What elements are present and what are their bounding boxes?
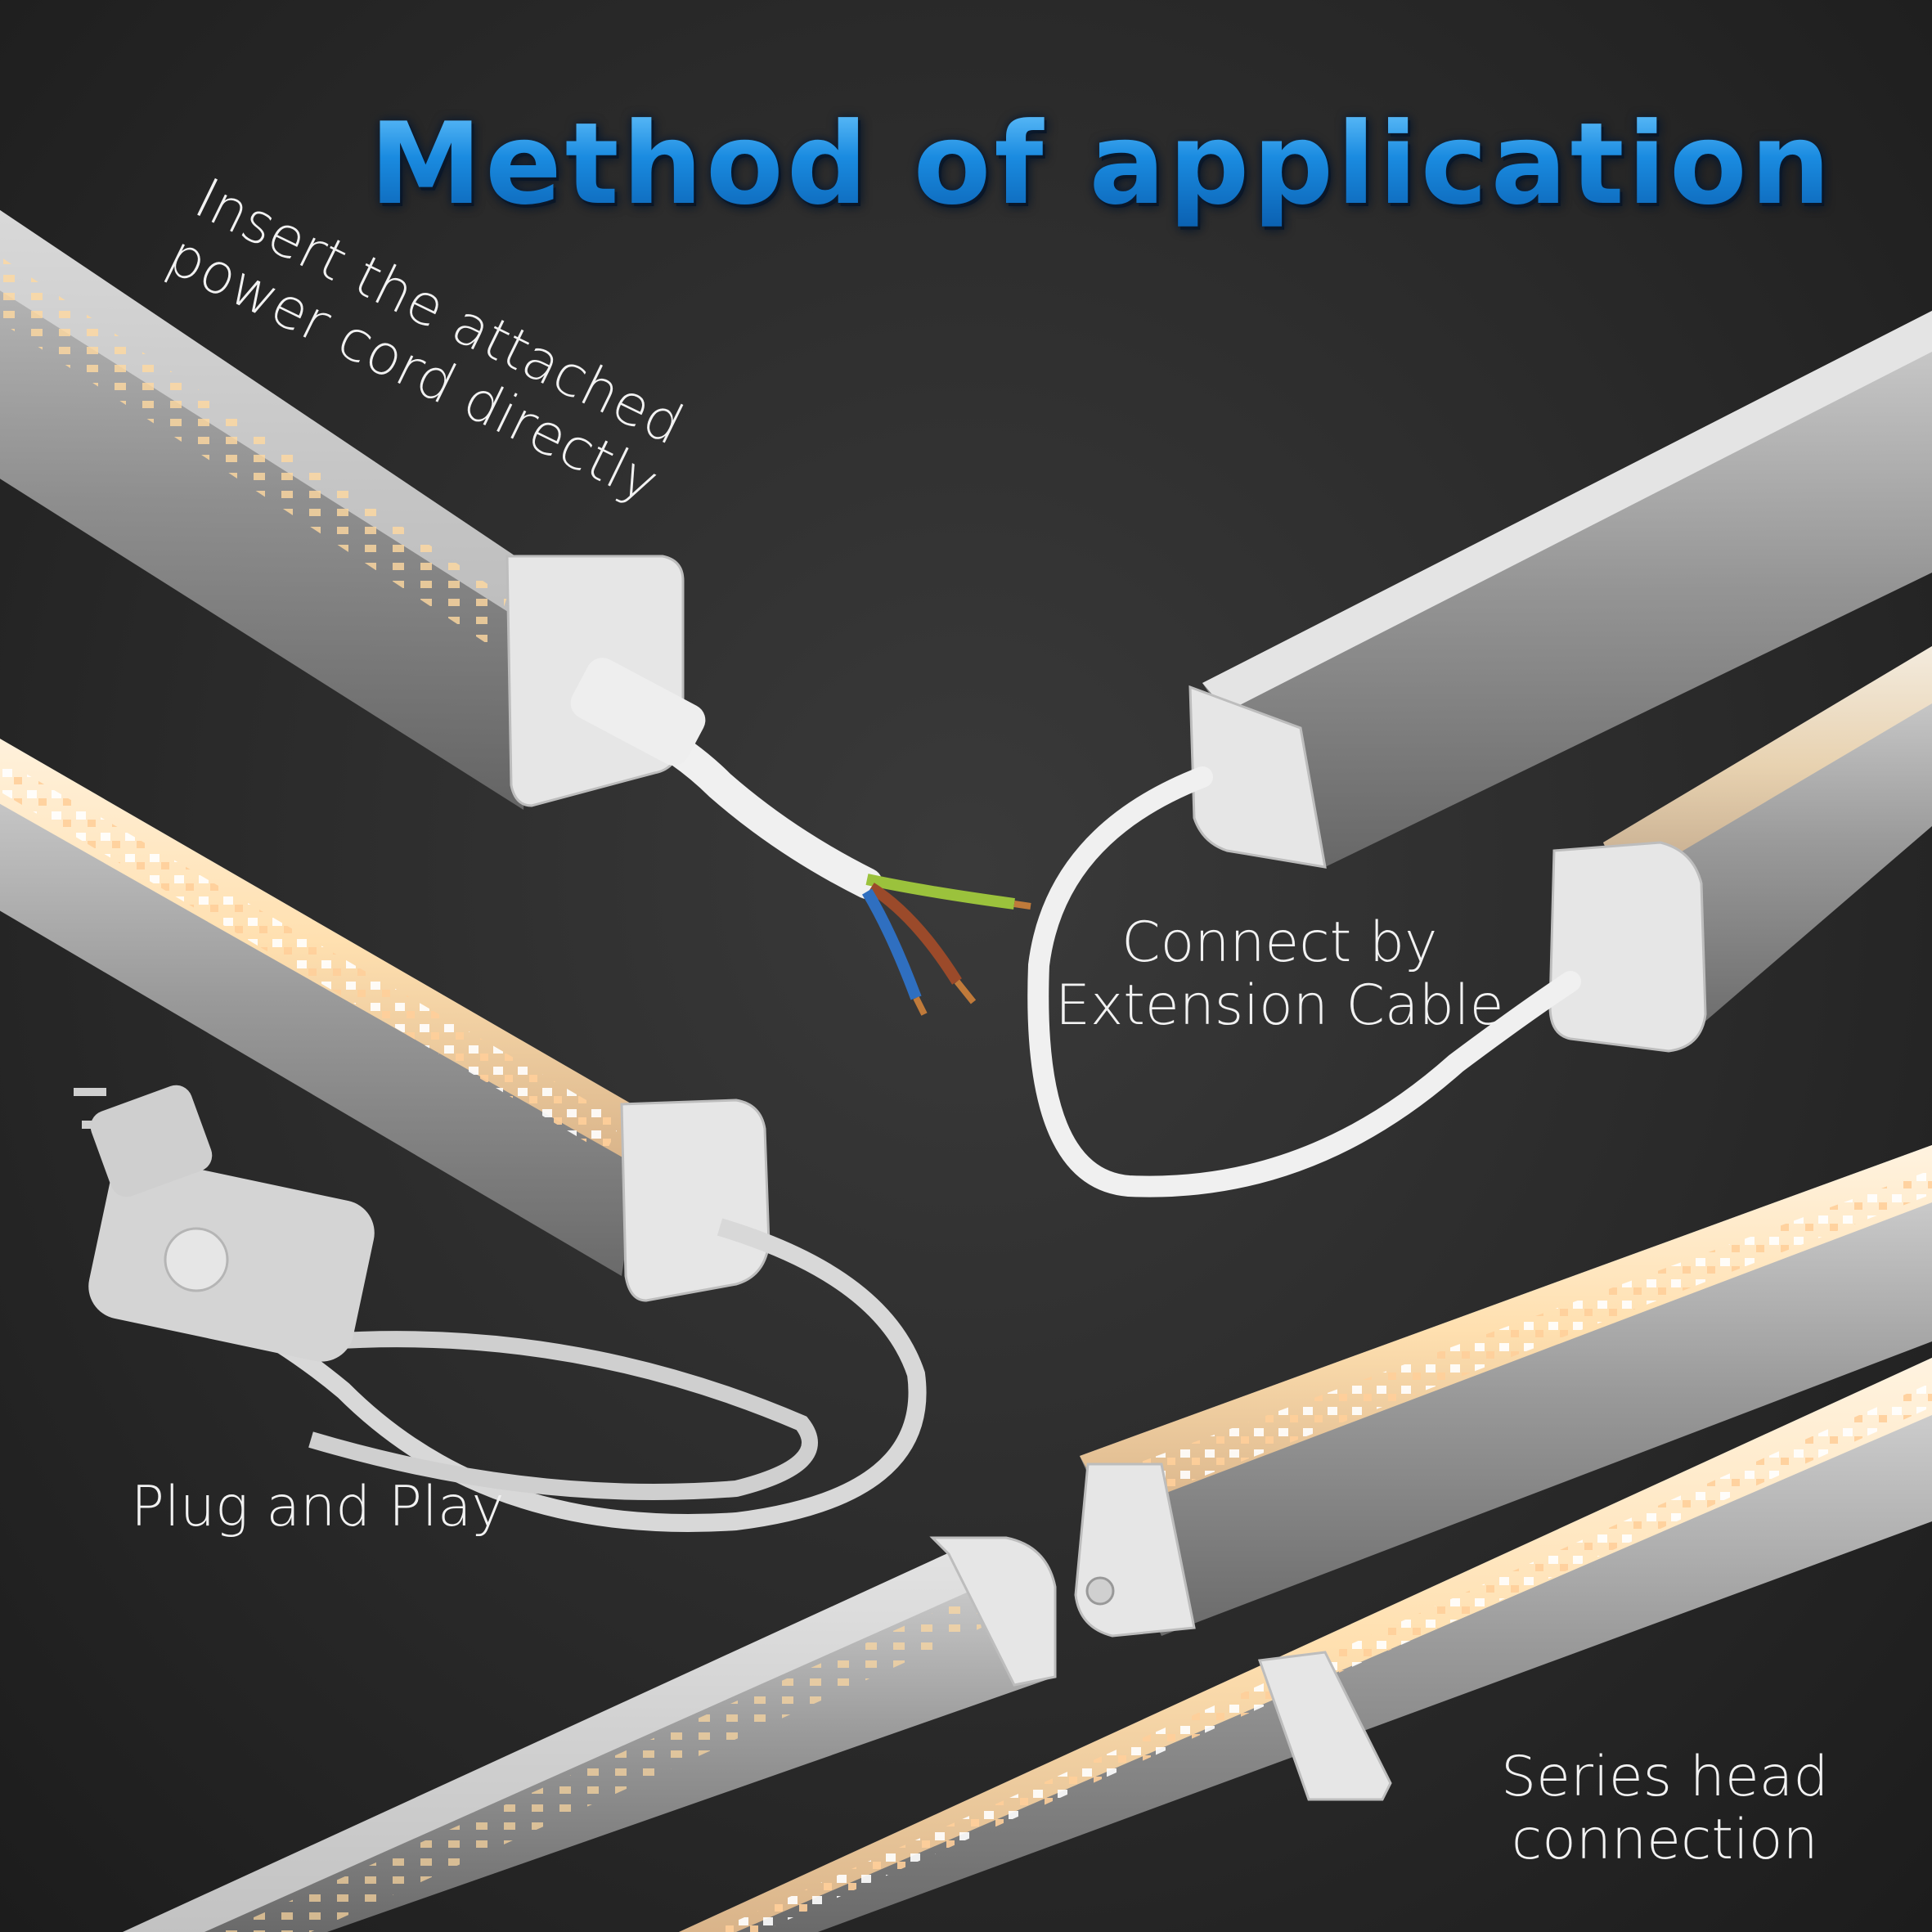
label-connect-line1: Connect by [1121,910,1438,975]
light-bar-series-lower [679,1358,1932,1932]
label-connect-extension: Connect by Extension Cable [1055,910,1504,1038]
light-bar-top-right [1188,311,1932,869]
extension-cable [1027,766,1581,1197]
label-series-line1: Series head [1501,1745,1829,1809]
light-bar-series-upper [1074,1145,1932,1638]
label-series-head: Series head connection [1501,1746,1829,1872]
label-connect-line2: Extension Cable [1055,973,1504,1038]
light-bar-middle-left [0,739,771,1302]
plug-and-play-cord [74,1085,927,1532]
page-title: Method of application [369,98,1834,230]
label-plug-and-play: Plug and Play [131,1475,505,1539]
power-cord-bare-wires [570,658,1031,1016]
light-bar-bottom-left [123,1536,1057,1932]
label-series-line2: connection [1511,1807,1818,1872]
light-bar-right-small [1548,646,1932,1053]
